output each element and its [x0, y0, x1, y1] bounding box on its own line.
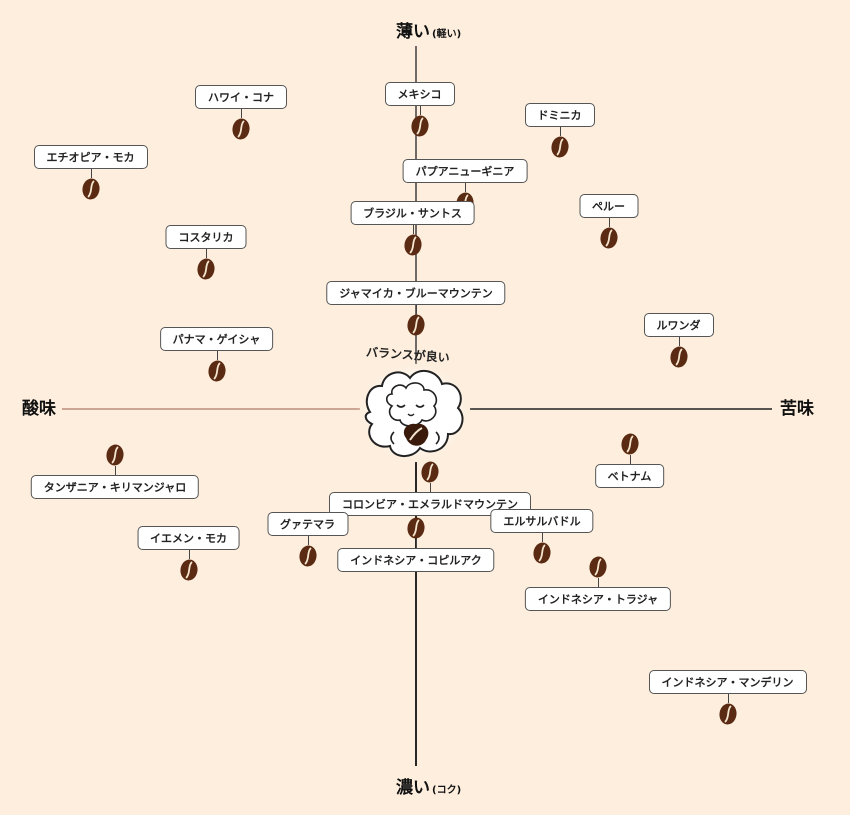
point-label: パプアニューギニア — [402, 158, 528, 183]
coffee-bean-icon — [407, 314, 425, 336]
point-label: インドネシア・マンデリン — [648, 669, 807, 694]
label-connector — [307, 536, 309, 545]
label-connector — [216, 350, 218, 360]
coffee-bean-icon — [403, 234, 422, 255]
coffee-bean-icon — [232, 118, 250, 140]
axis-label-bottom: 濃い(コク) — [396, 780, 461, 797]
point-label: エルサルバドル — [490, 508, 594, 533]
label-connector — [727, 693, 729, 703]
point-label: メキシコ — [384, 81, 455, 106]
label-connector — [678, 336, 680, 346]
sheep-mascot-icon — [356, 360, 472, 464]
point-label: イエメン・モカ — [137, 526, 240, 550]
coffee-bean-icon — [407, 517, 425, 539]
axis-label-bottom-sub: (コク) — [432, 785, 462, 796]
label-connector — [542, 532, 543, 542]
axis-label-top-sub: (軽い) — [432, 29, 462, 40]
coffee-bean-icon — [421, 461, 439, 483]
label-connector — [115, 465, 116, 475]
point-label: ルワンダ — [643, 312, 714, 337]
point-label: ベトナム — [594, 464, 665, 488]
axis-label-bottom-main: 濃い — [396, 778, 430, 798]
coffee-bean-icon — [599, 227, 618, 248]
coffee-bean-icon — [179, 559, 198, 581]
point-label: インドネシア・トラジャ — [524, 586, 672, 611]
point-label: グァテマラ — [267, 512, 348, 536]
label-connector — [629, 455, 631, 464]
label-connector — [465, 182, 466, 192]
point-label: ペルー — [579, 193, 638, 218]
axis-label-top-main: 薄い — [396, 22, 430, 42]
label-connector — [559, 126, 561, 136]
coffee-bean-icon — [669, 346, 688, 367]
point-label: ハワイ・コナ — [195, 85, 287, 109]
label-connector — [416, 305, 417, 314]
label-connector — [412, 224, 414, 234]
coffee-bean-icon — [533, 542, 551, 563]
label-connector — [430, 483, 431, 492]
point-label: パナマ・ゲイシャ — [159, 326, 274, 351]
label-connector — [241, 109, 242, 118]
point-label: エチオピア・モカ — [33, 144, 148, 169]
point-label: コスタリカ — [165, 225, 247, 249]
coffee-bean-icon — [550, 136, 569, 157]
point-label: ジャマイカ・ブルーマウンテン — [326, 281, 506, 305]
label-connector — [419, 105, 421, 115]
label-connector — [598, 577, 599, 587]
label-connector — [206, 249, 207, 258]
point-label: インドネシア・コピルアク — [337, 548, 495, 572]
coffee-bean-icon — [589, 556, 607, 577]
coffee-bean-icon — [81, 178, 100, 199]
axis-label-left: 酸味 — [22, 399, 56, 419]
point-label: ブラジル・サントス — [350, 200, 475, 225]
coffee-bean-icon — [197, 258, 215, 280]
coffee-bean-icon — [298, 545, 317, 567]
label-connector — [608, 217, 610, 227]
label-connector — [188, 550, 190, 559]
label-connector — [90, 168, 92, 178]
coffee-bean-icon — [620, 433, 639, 455]
axis-label-right: 苦味 — [780, 399, 814, 419]
point-label: ドミニカ — [524, 102, 595, 127]
label-connector — [416, 539, 417, 548]
point-label: タンザニア・キリマンジャロ — [30, 474, 200, 499]
axis-label-top: 薄い(軽い) — [396, 24, 461, 41]
coffee-bean-icon — [410, 115, 429, 136]
coffee-bean-icon — [207, 360, 226, 381]
coffee-bean-icon — [718, 703, 737, 724]
coffee-bean-icon — [106, 444, 124, 465]
